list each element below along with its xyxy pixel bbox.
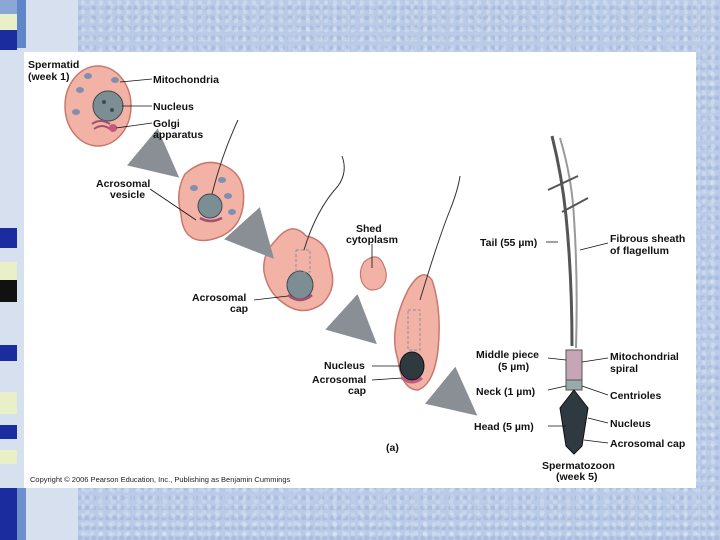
panel-label: (a) xyxy=(386,442,399,454)
late-spermatid-cell xyxy=(395,176,460,390)
label-mito-spiral-1: Mitochondrial xyxy=(610,351,679,363)
label-spermatozoon-2: (week 5) xyxy=(556,471,597,483)
elongating-spermatid-cell xyxy=(264,156,345,311)
label-middle-piece-2: (5 µm) xyxy=(498,361,529,373)
label-fibrous-sheath-1: Fibrous sheath xyxy=(610,233,685,245)
label-spermatid-1: Spermatid xyxy=(28,59,79,71)
shed-cytoplasm-blob xyxy=(360,244,386,290)
label-acrosomal-cap-mid-2: cap xyxy=(230,303,248,315)
label-acrosomal-cap-low-2: cap xyxy=(348,385,366,397)
label-middle-piece-1: Middle piece xyxy=(476,349,539,361)
label-nucleus-top: Nucleus xyxy=(153,101,194,113)
label-fibrous-sheath-2: of flagellum xyxy=(610,245,669,257)
label-centrioles: Centrioles xyxy=(610,390,662,402)
label-nucleus-mid: Nucleus xyxy=(324,360,365,372)
spermatozoon xyxy=(548,136,588,454)
label-neck: Neck (1 µm) xyxy=(476,386,535,398)
label-acrosomal-cap-right: Acrosomal cap xyxy=(610,438,685,450)
label-mito-spiral-2: spiral xyxy=(610,363,638,375)
spermatid-cell xyxy=(65,66,131,146)
copyright-text: Copyright © 2006 Pearson Education, Inc.… xyxy=(30,475,290,484)
label-tail: Tail (55 µm) xyxy=(480,237,537,249)
label-acrosomal-vesicle-2: vesicle xyxy=(110,189,145,201)
label-head: Head (5 µm) xyxy=(474,421,534,433)
label-shed-2: cytoplasm xyxy=(346,234,398,246)
label-nucleus-right: Nucleus xyxy=(610,418,651,430)
label-mitochondria: Mitochondria xyxy=(153,74,219,86)
label-golgi-2: apparatus xyxy=(153,129,203,141)
label-spermatid-2: (week 1) xyxy=(28,71,69,83)
